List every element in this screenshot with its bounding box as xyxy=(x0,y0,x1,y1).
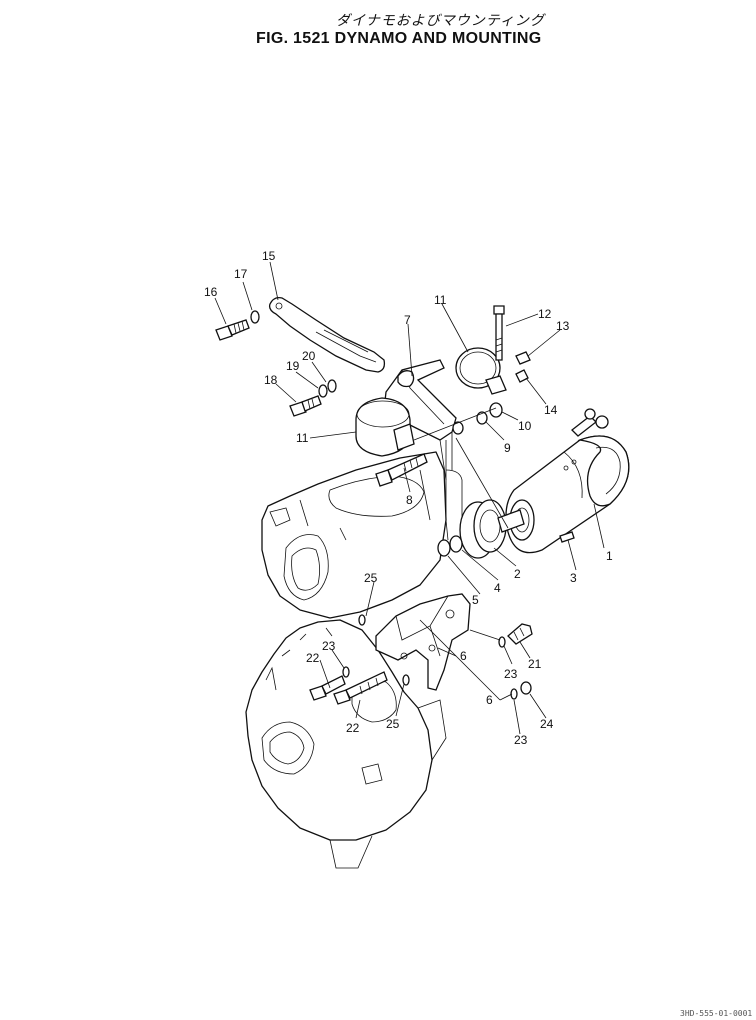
callout-23-right: 23 xyxy=(504,667,518,681)
gear-case xyxy=(245,619,447,869)
callout-8: 8 xyxy=(406,493,413,507)
bolt-12 xyxy=(493,305,505,361)
callout-4: 4 xyxy=(494,581,501,595)
callout-12: 12 xyxy=(538,307,552,321)
figure-title: FIG. 1521 DYNAMO AND MOUNTING xyxy=(256,30,542,47)
callout-16: 16 xyxy=(204,285,218,299)
callout-labels: 1 2 3 4 5 6 6 7 8 9 10 11 11 12 13 14 15… xyxy=(204,249,613,747)
nut-5 xyxy=(437,539,451,557)
washer-20 xyxy=(327,379,337,393)
washer-4 xyxy=(449,535,463,553)
callout-3: 3 xyxy=(570,571,577,585)
bolt-16 xyxy=(215,319,250,341)
washer-19 xyxy=(318,384,328,398)
washer-23-bottom xyxy=(510,688,518,700)
callout-22-lower: 22 xyxy=(346,721,360,735)
callout-1: 1 xyxy=(606,549,613,563)
callout-13: 13 xyxy=(556,319,570,333)
engine-block xyxy=(261,451,463,619)
callout-24: 24 xyxy=(540,717,554,731)
washer-23-left xyxy=(342,666,350,678)
callout-21: 21 xyxy=(528,657,542,671)
callout-11-upper: 11 xyxy=(434,293,447,307)
callout-5: 5 xyxy=(472,593,479,607)
callout-25-upper: 25 xyxy=(364,571,378,585)
callout-9: 9 xyxy=(504,441,511,455)
washer-23-right xyxy=(498,636,506,648)
callout-10: 10 xyxy=(518,419,532,433)
mounting-bracket xyxy=(375,593,471,691)
callout-22-upper: 22 xyxy=(306,651,320,665)
callout-14: 14 xyxy=(544,403,558,417)
bolt-22-upper xyxy=(309,675,346,701)
callout-17: 17 xyxy=(234,267,248,281)
washer-25-lower xyxy=(402,674,410,686)
washer-9b xyxy=(452,421,464,435)
leader-lines xyxy=(214,261,605,735)
pulley-2 xyxy=(459,499,525,559)
figure-title-japanese: ダイナモおよびマウンティング xyxy=(336,13,545,29)
callout-18: 18 xyxy=(264,373,278,387)
callout-6: 6 xyxy=(460,649,467,663)
bolt-8 xyxy=(375,453,428,487)
callout-20: 20 xyxy=(302,349,316,363)
key-3 xyxy=(559,531,575,543)
band-11-lower xyxy=(355,397,415,457)
washer-25-upper xyxy=(358,614,366,626)
callout-2: 2 xyxy=(514,567,521,581)
bolt-22-lower xyxy=(333,671,388,705)
washer-14 xyxy=(515,369,529,383)
washer-9 xyxy=(476,411,488,425)
callout-15: 15 xyxy=(262,249,276,263)
callout-6b: 6 xyxy=(486,693,493,707)
band-11-upper xyxy=(455,347,507,395)
bolt-18 xyxy=(289,395,322,417)
nut-24 xyxy=(520,681,532,695)
drawing-code: 3HD-555-01-0001 xyxy=(680,1009,753,1018)
callout-23-bottom: 23 xyxy=(514,733,528,747)
callout-25-lower: 25 xyxy=(386,717,400,731)
callout-7: 7 xyxy=(404,313,411,327)
callout-23-left: 23 xyxy=(322,639,336,653)
washer-17 xyxy=(250,310,260,324)
callout-19: 19 xyxy=(286,359,300,373)
bolt-21 xyxy=(507,623,533,645)
callout-11-lower: 11 xyxy=(296,431,309,445)
assembly-lines xyxy=(413,407,513,701)
nut-13 xyxy=(515,351,531,365)
